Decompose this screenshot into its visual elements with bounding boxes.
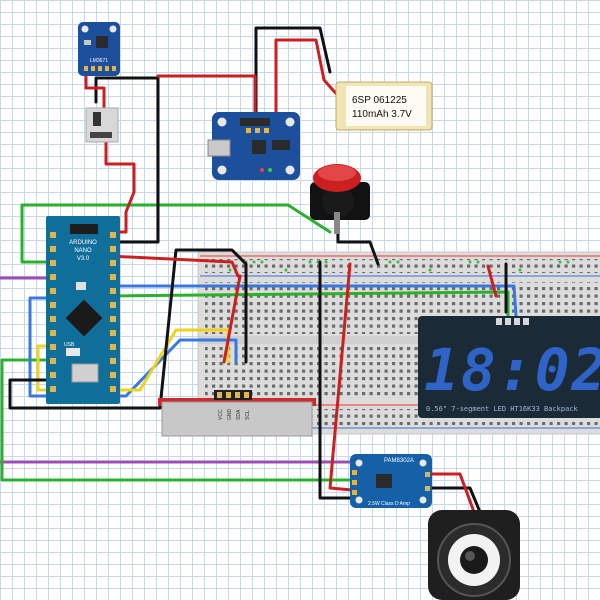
wire-black-charger [254, 26, 332, 122]
wire-black-amp [318, 260, 354, 500]
seven-segment-display: 18:02 0.56" 7-segment LED HT16K33 Backpa… [418, 316, 600, 418]
arduino-nano: ARDUINO NANO V3.0 USB [46, 216, 120, 404]
display-digits: 18:02 [424, 336, 600, 404]
wire-red-diag [222, 274, 242, 364]
wire-red-right [486, 264, 498, 298]
wire-green-top [20, 203, 332, 264]
pushbutton [310, 164, 370, 234]
wire-yellow [36, 328, 230, 392]
rtc-pin-label-0: VCC [218, 409, 224, 420]
wire-black-button [336, 230, 380, 266]
wire-red-speaker [428, 472, 476, 514]
wires [0, 26, 518, 514]
amp-title: PAM8302A [384, 458, 414, 464]
display-caption: 0.56" 7-segment LED HT16K33 Backpack [426, 405, 579, 413]
rtc-module: VCC GND SDA SCL [158, 390, 316, 437]
wire-red-battery [274, 38, 342, 122]
lipo-charger-board [207, 112, 300, 180]
wire-red-amp [328, 262, 354, 492]
wire-blue-left [28, 296, 238, 398]
battery-label-line2: 110mAh 3.7V [352, 109, 412, 120]
wire-green-display [106, 290, 510, 318]
wire-black-switch [94, 76, 160, 244]
wire-red-bb [106, 254, 240, 278]
wire-black-speaker [428, 486, 482, 514]
lipo-battery: 6SP 061225 110mAh 3.7V [335, 81, 433, 131]
battery-label-line1: 6SP 061225 [352, 95, 407, 106]
arduino-label-line1: ARDUINO [69, 240, 97, 246]
amplifier-board: PAM8302A 2.5W Class D Amp [350, 454, 432, 508]
small-breakout-board: LM3671 [78, 22, 120, 76]
rtc-pin-label-3: SCL [245, 410, 251, 420]
rtc-pin-label-1: GND [227, 409, 233, 421]
arduino-label-line3: V3.0 [77, 256, 90, 262]
wire-black-loop [8, 248, 248, 410]
wire-blue-display [106, 284, 518, 318]
small-breakout-label: LM3671 [90, 58, 108, 64]
speaker [428, 510, 520, 600]
rtc-pin-label-2: SDA [236, 409, 242, 420]
wire-red-top [156, 74, 257, 124]
arduino-usb-label: USB [64, 342, 75, 348]
amp-subtitle: 2.5W Class D Amp [368, 501, 410, 507]
slide-switch [85, 107, 119, 143]
wire-red-switch [104, 138, 136, 234]
arduino-label-line2: NANO [74, 248, 92, 254]
